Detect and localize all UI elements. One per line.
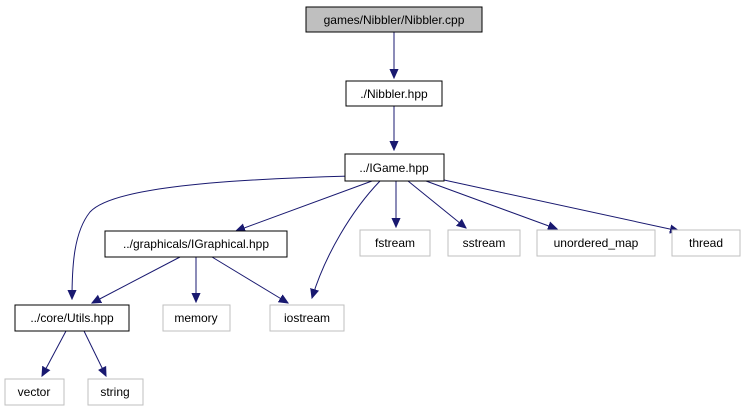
node-igame-hpp[interactable]: ../IGame.hpp	[344, 153, 445, 182]
edge-igame-hpp-to-utils-hpp	[72, 175, 353, 299]
node-thread[interactable]: thread	[671, 229, 741, 257]
node-utils-hpp[interactable]: ../core/Utils.hpp	[14, 304, 130, 332]
node-igraphical-hpp-label: ../graphicals/IGraphical.hpp	[123, 237, 269, 251]
edge-igame-hpp-to-sstream	[407, 180, 466, 228]
node-iostream[interactable]: iostream	[269, 304, 345, 332]
edge-igame-hpp-to-thread	[443, 179, 679, 231]
node-string[interactable]: string	[87, 378, 144, 406]
node-fstream-label: fstream	[375, 236, 415, 250]
node-igame-hpp-label: ../IGame.hpp	[359, 161, 429, 175]
node-unordered-map-label: unordered_map	[554, 236, 639, 250]
edge-igame-hpp-to-iostream	[312, 180, 381, 298]
node-vector-label: vector	[18, 385, 51, 399]
node-memory[interactable]: memory	[162, 304, 231, 332]
node-unordered-map[interactable]: unordered_map	[536, 229, 656, 257]
node-memory-label: memory	[174, 311, 217, 325]
node-igraphical-hpp[interactable]: ../graphicals/IGraphical.hpp	[104, 230, 288, 258]
node-utils-hpp-label: ../core/Utils.hpp	[30, 311, 114, 325]
edge-utils-hpp-to-string	[83, 330, 106, 376]
edge-igame-hpp-to-igraphical-hpp	[236, 180, 373, 231]
edge-utils-hpp-to-vector	[42, 330, 67, 376]
node-iostream-label: iostream	[284, 311, 330, 325]
nodes-layer: games/Nibbler/Nibbler.cpp ./Nibbler.hpp …	[4, 6, 741, 406]
node-sstream[interactable]: sstream	[447, 229, 521, 257]
node-nibbler-cpp[interactable]: games/Nibbler/Nibbler.cpp	[305, 6, 483, 33]
node-fstream[interactable]: fstream	[359, 229, 431, 257]
edges-layer	[42, 32, 679, 376]
node-sstream-label: sstream	[463, 236, 506, 250]
node-nibbler-cpp-label: games/Nibbler/Nibbler.cpp	[324, 13, 465, 27]
edge-igame-hpp-to-unordered-map	[425, 180, 557, 229]
edge-igraphical-hpp-to-utils-hpp	[92, 256, 181, 303]
node-thread-label: thread	[689, 236, 723, 250]
node-vector[interactable]: vector	[4, 378, 65, 406]
edge-igraphical-hpp-to-iostream	[211, 256, 288, 303]
node-string-label: string	[100, 385, 129, 399]
node-nibbler-hpp-label: ./Nibbler.hpp	[360, 87, 428, 101]
node-nibbler-hpp[interactable]: ./Nibbler.hpp	[345, 80, 443, 107]
